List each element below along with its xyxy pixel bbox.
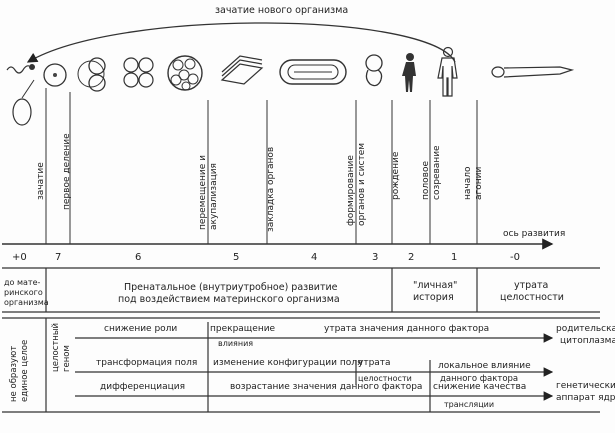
row2-segment-local-1: локальное влияние [438, 361, 531, 371]
stage-label-conception: зачатие [36, 162, 46, 200]
row2-segment-loss-1: утрата [358, 358, 391, 368]
row3-result-2: аппарат ядра [556, 393, 615, 403]
row2-segment-loss-2: целостности [358, 374, 412, 383]
stage-label-formation-1: формирование [346, 155, 356, 226]
child-figure-icon [402, 53, 416, 92]
axis-number: 6 [135, 252, 141, 263]
axis-number: 5 [233, 252, 239, 263]
embryo-tube-icon [279, 59, 347, 85]
side-label-genome-2: геном [62, 345, 72, 372]
stage-label-formation-2: органов и систем [357, 143, 367, 226]
stage-label-agony-2: агонии [474, 167, 484, 200]
row3-segment-increase: возрастание значения данного фактора [230, 382, 422, 392]
stage-label-first-division: первое деление [62, 133, 72, 210]
period-prenatal-2: под воздействием материнского организма [118, 294, 340, 305]
side-label-not-whole-2: единое целое [20, 340, 30, 402]
stage-tick-lines [45, 88, 478, 244]
row3-segment-quality-1: снижение качества [433, 382, 526, 392]
side-label-not-whole-1: не образуют [9, 346, 19, 402]
axis-number: +0 [12, 252, 27, 263]
egg-icon [12, 79, 35, 126]
morula-icon [167, 55, 203, 91]
factor-grid [2, 317, 600, 413]
period-maternal-1: до мате- [4, 278, 40, 287]
row3-result-1: генетический [556, 381, 615, 391]
axis-number: -0 [510, 252, 520, 263]
stage-label-puberty-2: созревание [432, 145, 442, 200]
stage-label-organ-laying: закладка органов [266, 147, 276, 232]
axis-number: 1 [451, 252, 457, 263]
axis-number: 3 [372, 252, 378, 263]
top-arrow-label: зачатие нового организма [215, 5, 348, 16]
period-loss-1: утрата [514, 280, 548, 291]
germ-layers-icon [220, 55, 264, 85]
axis-number: 2 [408, 252, 414, 263]
conception-arc-arrow [26, 22, 456, 63]
period-boxes [2, 267, 600, 313]
row3-segment-quality-2: трансляции [444, 400, 494, 409]
period-maternal-3: организма [4, 298, 49, 307]
row1-segment-cessation-1: прекращение [210, 324, 276, 334]
stage-label-relocation-1: перемещение и [198, 155, 208, 230]
fetus-icon [365, 54, 383, 87]
period-personal-1: "личная" [413, 280, 457, 291]
adult-figure-icon [437, 46, 458, 97]
stage-label-relocation-2: акупализация [209, 163, 219, 230]
row1-result-1: родительская [556, 324, 615, 334]
side-label-genome-1: целостный [51, 323, 61, 372]
two-cell-icon [77, 57, 106, 92]
period-loss-2: целостности [500, 292, 564, 303]
axis-label: ось развития [503, 229, 565, 239]
zygote-icon [43, 63, 67, 87]
row2-segment-local-2: данного фактора [440, 374, 518, 384]
row2-segment-config: изменение конфигурации поля [213, 358, 362, 368]
row1-segment-cessation-2: влияния [218, 339, 253, 348]
row1-result-2: цитоплазма [560, 336, 615, 346]
period-personal-2: история [413, 292, 454, 303]
row3-segment-differentiation: дифференциация [100, 382, 185, 392]
axis-number: 4 [311, 252, 317, 263]
row1-segment-loss: утрата значения данного фактора [324, 324, 489, 334]
period-maternal-2: ринского [4, 288, 43, 297]
axis-numbers: +0 7 6 5 4 3 2 1 -0 [12, 252, 520, 263]
stage-label-puberty-1: половое [421, 161, 431, 200]
sperm-icon [6, 64, 35, 74]
four-cell-icon [123, 57, 154, 88]
lying-figure-icon [491, 66, 575, 78]
row1-segment-decrease: снижение роли [104, 324, 177, 334]
axis-number: 7 [55, 252, 61, 263]
stage-label-birth: рождение [391, 151, 401, 200]
row2-segment-transform: трансформация поля [96, 358, 197, 368]
period-prenatal-1: Пренатальное (внутриутробное) развитие [124, 282, 338, 293]
stage-label-agony-1: начало [463, 166, 473, 200]
